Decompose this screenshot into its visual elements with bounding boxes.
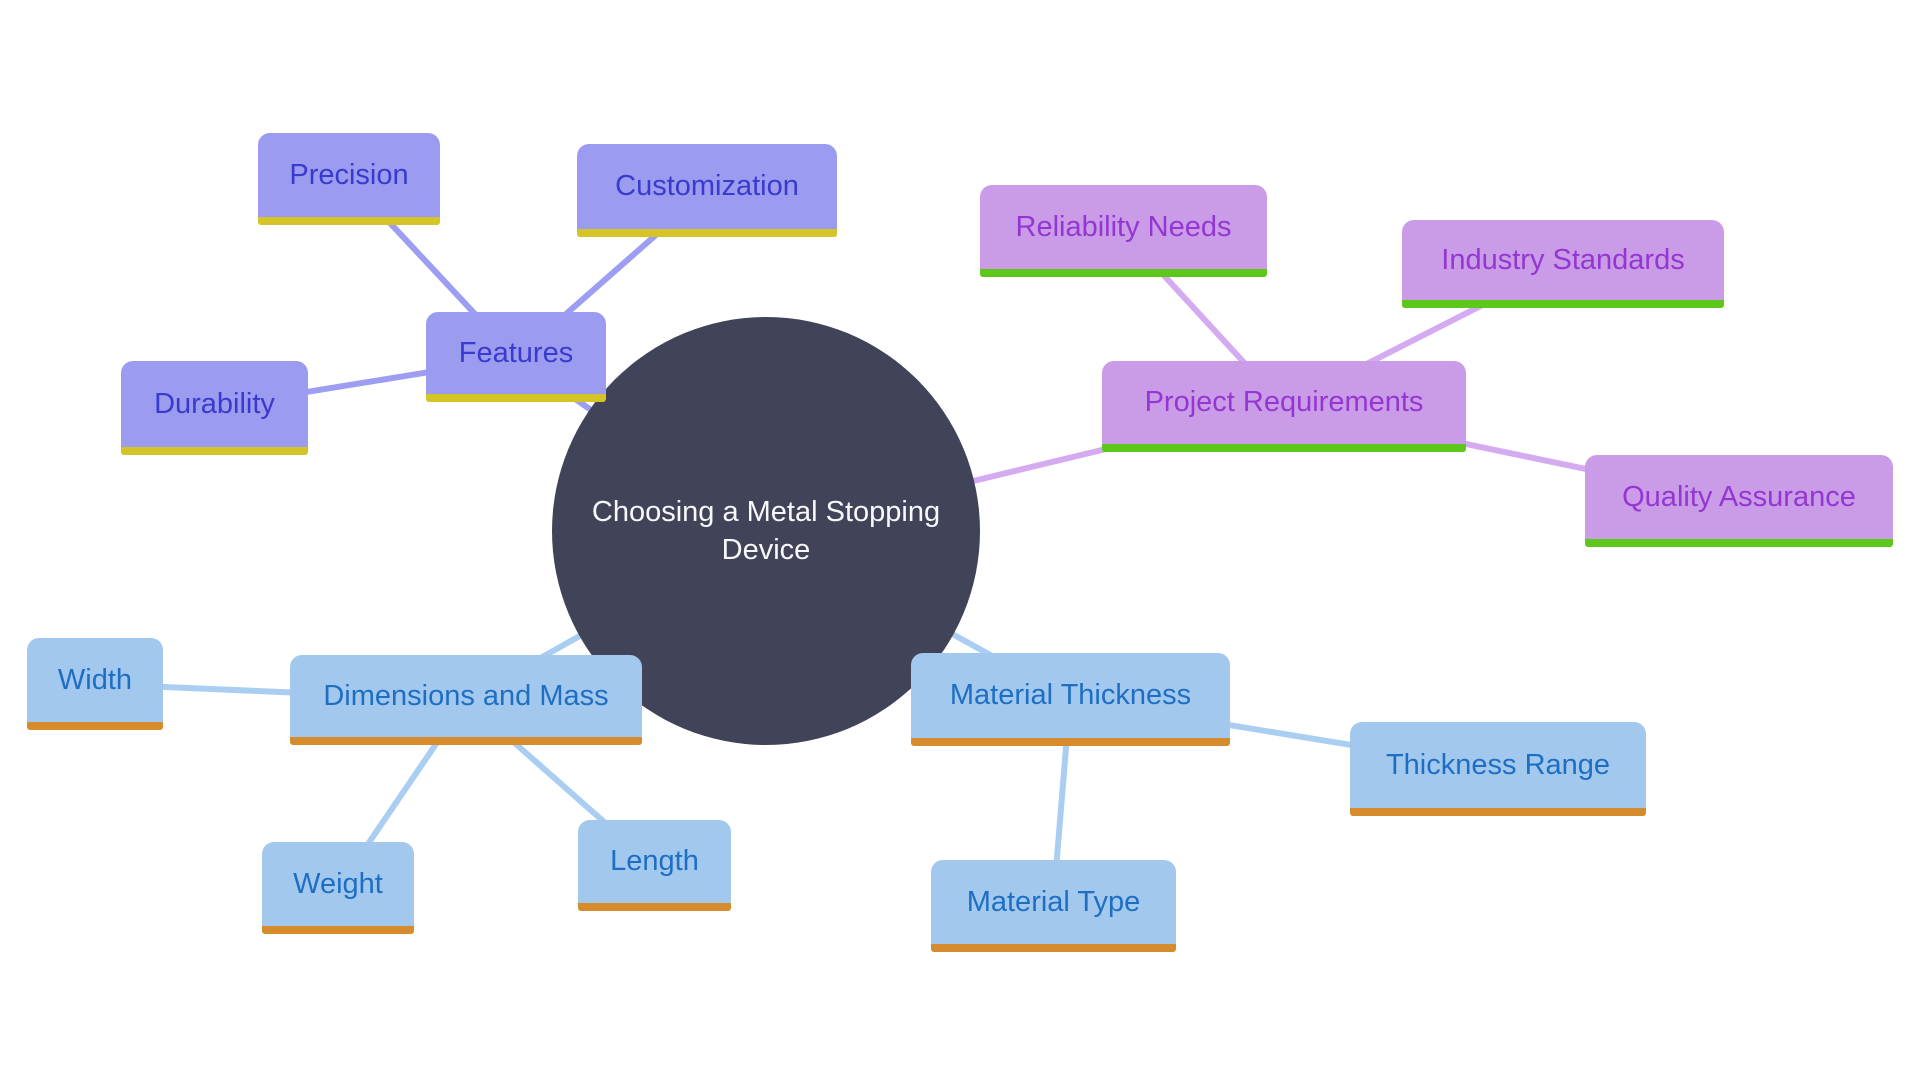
node-label: Quality Assurance <box>1622 480 1856 513</box>
node-weight[interactable]: Weight <box>262 842 414 934</box>
node-reliability-needs[interactable]: Reliability Needs <box>980 185 1267 277</box>
node-label: Weight <box>293 867 383 900</box>
node-label: Length <box>610 845 699 877</box>
node-material-type[interactable]: Material Type <box>931 860 1176 952</box>
node-label: Width <box>57 663 133 696</box>
center-node-label: Choosing a Metal Stopping Device <box>591 495 941 566</box>
node-width[interactable]: Width <box>27 638 163 730</box>
node-label: Dimensions and Mass <box>323 679 609 712</box>
node-label: Customization <box>615 170 799 202</box>
node-label: Precision <box>289 158 409 191</box>
node-label: Reliability Needs <box>1015 210 1232 243</box>
node-label: Features <box>458 336 574 369</box>
node-material-thickness[interactable]: Material Thickness <box>911 653 1230 746</box>
node-label: Industry Standards <box>1441 243 1685 276</box>
node-precision[interactable]: Precision <box>258 133 440 225</box>
node-quality-assurance[interactable]: Quality Assurance <box>1585 455 1893 547</box>
node-label: Durability <box>154 387 275 420</box>
node-durability[interactable]: Durability <box>121 361 308 455</box>
node-label: Material Type <box>966 885 1141 918</box>
node-features[interactable]: Features <box>426 312 606 402</box>
node-label: Thickness Range <box>1385 748 1611 781</box>
node-label: Material Thickness <box>949 679 1192 711</box>
node-length[interactable]: Length <box>578 820 731 911</box>
node-label: Project Requirements <box>1144 386 1424 418</box>
node-project-requirements[interactable]: Project Requirements <box>1102 361 1466 452</box>
node-thickness-range[interactable]: Thickness Range <box>1350 722 1646 816</box>
node-industry-standards[interactable]: Industry Standards <box>1402 220 1724 308</box>
node-dimensions-and-mass[interactable]: Dimensions and Mass <box>290 655 642 745</box>
node-customization[interactable]: Customization <box>577 144 837 237</box>
